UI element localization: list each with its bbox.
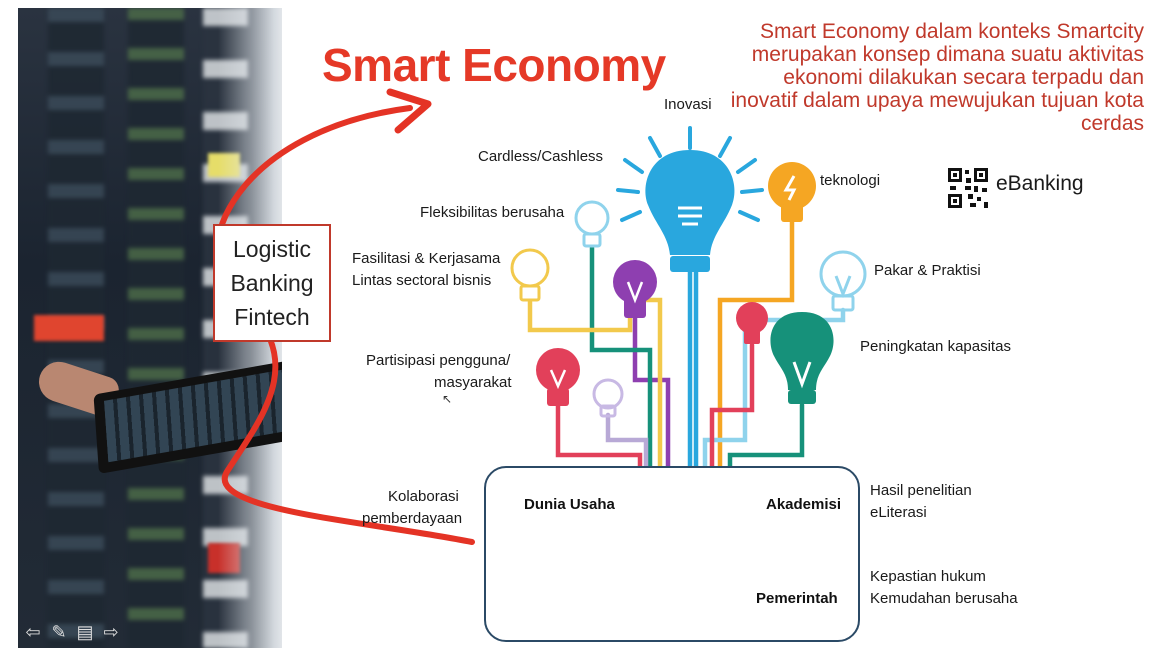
menu-icon[interactable]: ▤ — [76, 622, 94, 642]
photo-detail — [34, 315, 104, 341]
logistic-box-line: Fintech — [234, 304, 310, 330]
label-inovasi: Inovasi — [664, 96, 712, 113]
lightbulb-icon — [574, 200, 610, 248]
lightbulb-icon — [768, 162, 816, 222]
label-hasil-line1: Hasil penelitian — [870, 482, 972, 499]
connector-lines — [527, 219, 846, 473]
logistic-box-line: Banking — [230, 270, 314, 296]
triple-helix-box — [484, 466, 860, 642]
venn-label-center: SUCCESS — [566, 586, 591, 592]
label-kepastian-line2: Kemudahan berusaha — [870, 590, 1018, 607]
slide-nav-bar[interactable]: ⇦ ✎ ▤ ⇨ — [22, 622, 122, 642]
lightbulb-icon — [819, 250, 867, 312]
mouse-cursor-icon: ↖ — [442, 392, 453, 406]
lightbulb-icon — [645, 150, 735, 255]
label-kolaborasi-line2: pemberdayaan — [362, 510, 463, 527]
label-cardless: Cardless/Cashless — [478, 148, 604, 165]
label-pemerintah: Pemerintah — [756, 590, 838, 607]
lightbulb-icon — [536, 348, 580, 406]
label-peningkatan: Peningkatan kapasitas — [860, 338, 1011, 355]
venn-label-top: Process — [566, 520, 585, 526]
label-partisipasi-line1: Partisipasi pengguna/ — [366, 352, 511, 369]
label-fasilitasi-line2: Lintas sectoral bisnis — [352, 272, 492, 289]
label-hasil-line2: eLiterasi — [870, 504, 927, 521]
label-fasilitasi-line1: Fasilitasi & Kerjasama — [352, 250, 501, 267]
label-pakar: Pakar & Praktisi — [874, 262, 981, 279]
pen-icon[interactable]: ✎ — [51, 622, 67, 642]
label-kolaborasi-line1: Kolaborasi — [388, 488, 459, 505]
label-partisipasi-line2: masyarakat — [434, 374, 512, 391]
label-dunia-usaha: Dunia Usaha — [524, 496, 615, 513]
lightbulb-icon — [510, 248, 550, 302]
venn-label-left: People — [538, 616, 554, 622]
page-title: Smart Economy — [322, 39, 666, 91]
label-ebanking: eBanking — [996, 172, 1084, 195]
logistic-box: Logistic Banking Fintech — [213, 224, 331, 342]
lightbulb-icon — [736, 302, 768, 344]
label-kepastian-line1: Kepastian hukum — [870, 568, 986, 585]
arrow-head — [386, 88, 432, 134]
nav-arrow-icon[interactable]: ⇨ — [103, 622, 119, 642]
lightbulb-icon — [592, 378, 624, 418]
photo-column — [128, 8, 184, 648]
curved-arrow-icon — [214, 105, 475, 545]
logistic-box-line: Logistic — [233, 236, 311, 262]
lightbulb-icon — [770, 312, 834, 404]
label-teknologi: teknologi — [820, 172, 881, 189]
slide-description: Smart Economy dalam konteks Smartcity me… — [730, 20, 1144, 135]
label-fleksibilitas: Fleksibilitas berusaha — [420, 204, 565, 221]
venn-label-right: Technology — [604, 616, 630, 622]
lightbulb-icon — [616, 126, 764, 222]
nav-arrow-icon[interactable]: ⇦ — [25, 622, 41, 642]
label-akademisi: Akademisi — [766, 496, 842, 513]
qr-code-icon — [946, 166, 990, 210]
bulb-base — [670, 256, 710, 272]
lightbulb-icon — [613, 260, 657, 318]
bulb-filament — [678, 206, 702, 226]
